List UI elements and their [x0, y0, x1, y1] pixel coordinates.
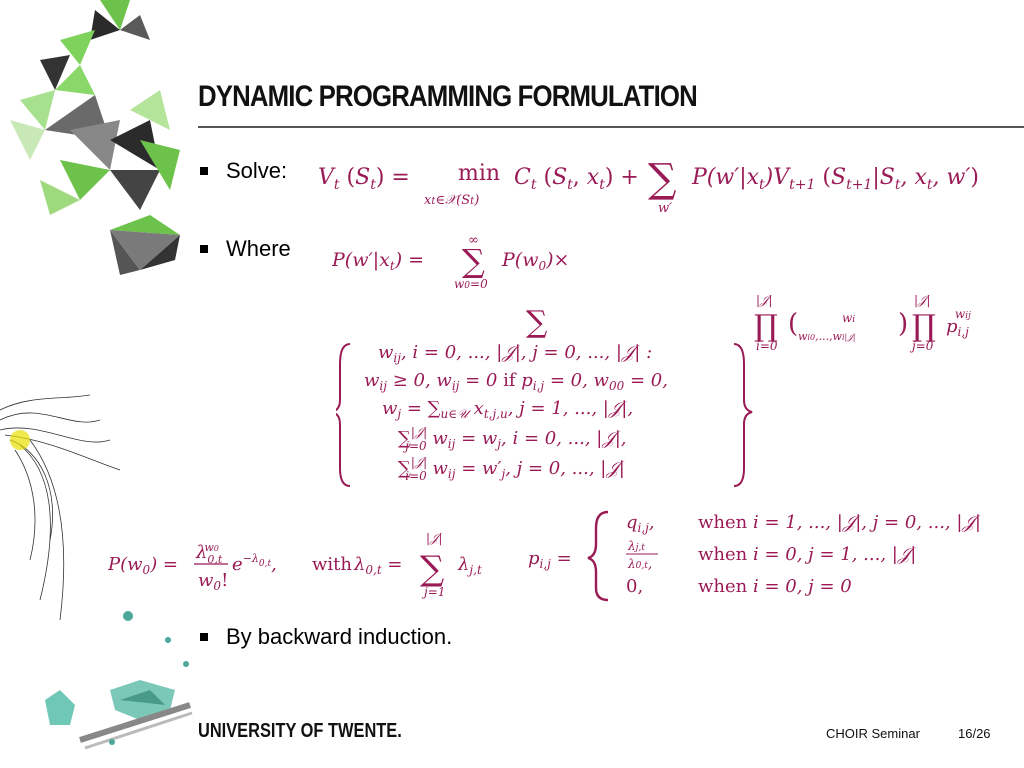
crystal-middle — [110, 215, 180, 275]
svg-text:0,: 0, — [626, 576, 643, 597]
yellow-burst — [10, 430, 30, 450]
svg-text:∑|𝒥|j=0 wij = wj, i = 0, ...,: ∑|𝒥|j=0 wij = wj, i = 0, ..., |𝒥|, — [398, 425, 627, 453]
svg-text:wij ≥ 0, wij = 0 if pi,j = 0,: wij ≥ 0, wij = 0 if pi,j = 0, w00 = 0, — [364, 370, 668, 393]
sum-set-equation: ∑ wij, i = 0, ..., |𝒥|, j = 0, ..., |𝒥| … — [336, 293, 971, 487]
crystal-cluster-bottom — [45, 680, 193, 750]
svg-text:when i = 0, j = 1, ..., |𝒥|: when i = 0, j = 1, ..., |𝒥| — [698, 544, 917, 565]
svg-text:i=0: i=0 — [756, 339, 778, 353]
svg-text:pi,j =: pi,j = — [528, 548, 572, 571]
bullet-where: Where — [200, 236, 291, 262]
poisson-equation: P(w0) = λ0,tw0 w0! e−λ0,t, with λ0,t = |… — [108, 531, 482, 599]
svg-text:when i = 0, j = 0: when i = 0, j = 0 — [698, 576, 852, 597]
svg-text:P(w′|xt)Vt+1 (St+1|St, xt, w′): P(w′|xt)Vt+1 (St+1|St, xt, w′) — [691, 165, 979, 193]
svg-text:wij, i = 0, ..., |𝒥|, j = 0,: wij, i = 0, ..., |𝒥|, j = 0, ..., |𝒥| : — [378, 342, 652, 365]
svg-text:w′: w′ — [658, 201, 672, 216]
svg-text:|𝒥|: |𝒥| — [756, 293, 773, 307]
svg-text:min: min — [458, 161, 500, 186]
svg-text:(: ( — [788, 309, 798, 339]
svg-text:wj = ∑u∈𝒰 xt,j,u, j = 1, ...,: wj = ∑u∈𝒰 xt,j,u, j = 1, ..., |𝒥|, — [382, 398, 633, 421]
svg-text:j=1: j=1 — [421, 585, 445, 599]
svg-text:∏: ∏ — [754, 309, 778, 344]
svg-text:∑|𝒥|i=0 wij = w′j, j = 0, ...: ∑|𝒥|i=0 wij = w′j, j = 0, ..., |𝒥| — [398, 455, 625, 483]
svg-text:λ0,tw0: λ0,tw0 — [195, 541, 223, 566]
bullet-square-icon — [200, 245, 208, 253]
svg-text:Vt (St) =: Vt (St) = — [318, 165, 410, 193]
bellman-equation: Vt (St) = min xt∈𝒳(St) Ct (St, xt) + ∑ w… — [318, 156, 979, 216]
svg-text:j=0: j=0 — [909, 339, 934, 353]
title-rule — [198, 126, 1024, 128]
crystal-cluster-top — [10, 0, 180, 215]
bullet-induction-text: By backward induction. — [226, 624, 453, 649]
svg-text:∑: ∑ — [420, 549, 444, 589]
svg-text:w0!: w0! — [198, 570, 228, 593]
svg-text:∏: ∏ — [912, 309, 936, 344]
transition-equation: P(w′|xt) = ∞ ∑ w0=0 P(w0)× — [332, 233, 569, 291]
small-gems — [123, 611, 189, 667]
wispy-lines — [0, 394, 121, 621]
svg-text:∑: ∑ — [648, 156, 677, 202]
svg-text:λ0,t =: λ0,t = — [353, 554, 403, 577]
bullet-solve: Solve: — [200, 158, 287, 184]
bullet-square-icon — [200, 167, 208, 175]
svg-text:qi,j,: qi,j, — [626, 512, 655, 535]
footer-university-logo: UNIVERSITY OF TWENTE. — [198, 720, 402, 742]
svg-text:∞: ∞ — [468, 233, 479, 248]
svg-text:pi,jwij: pi,jwij — [946, 307, 971, 339]
svg-text:P(w0) =: P(w0) = — [108, 554, 178, 577]
svg-text:wi0,...,wi|𝒥|: wi0,...,wi|𝒥| — [798, 330, 856, 343]
svg-text:): ) — [898, 309, 908, 339]
bullet-induction: By backward induction. — [200, 624, 452, 650]
svg-text:|𝒥|: |𝒥| — [426, 531, 443, 545]
slide-title: DYNAMIC PROGRAMMING FORMULATION — [198, 80, 698, 113]
svg-text:xt∈𝒳(St): xt∈𝒳(St) — [424, 193, 479, 208]
svg-text:P(w0)×: P(w0)× — [501, 249, 569, 273]
svg-text:λ0,t,: λ0,t, — [627, 556, 652, 572]
svg-text:λj,t: λj,t — [457, 554, 482, 577]
pij-piecewise-equation: pi,j = qi,j, when i = 1, ..., |𝒥|, j = 0… — [528, 510, 981, 602]
svg-text:|𝒥|: |𝒥| — [914, 293, 931, 307]
svg-text:Ct (St, xt) +: Ct (St, xt) + — [514, 165, 639, 193]
svg-text:λj,t: λj,t — [627, 539, 645, 553]
decorative-artwork — [0, 0, 193, 750]
footer-seminar: CHOIR Seminar — [826, 726, 920, 741]
svg-text:w0=0: w0=0 — [454, 277, 488, 291]
svg-text:∑: ∑ — [462, 242, 485, 280]
svg-text:∑: ∑ — [526, 305, 548, 340]
footer-page-number: 16/26 — [958, 726, 991, 741]
bullet-square-icon — [200, 633, 208, 641]
bullet-solve-text: Solve: — [226, 158, 288, 183]
bullet-where-text: Where — [226, 236, 291, 261]
svg-text:e−λ0,t,: e−λ0,t, — [232, 552, 277, 575]
svg-text:when i = 1, ..., |𝒥|, j = 0,: when i = 1, ..., |𝒥|, j = 0, ..., |𝒥| — [698, 512, 981, 533]
svg-text:with: with — [312, 554, 352, 575]
svg-text:wi: wi — [842, 311, 855, 325]
svg-text:P(w′|xt) =: P(w′|xt) = — [332, 249, 424, 273]
